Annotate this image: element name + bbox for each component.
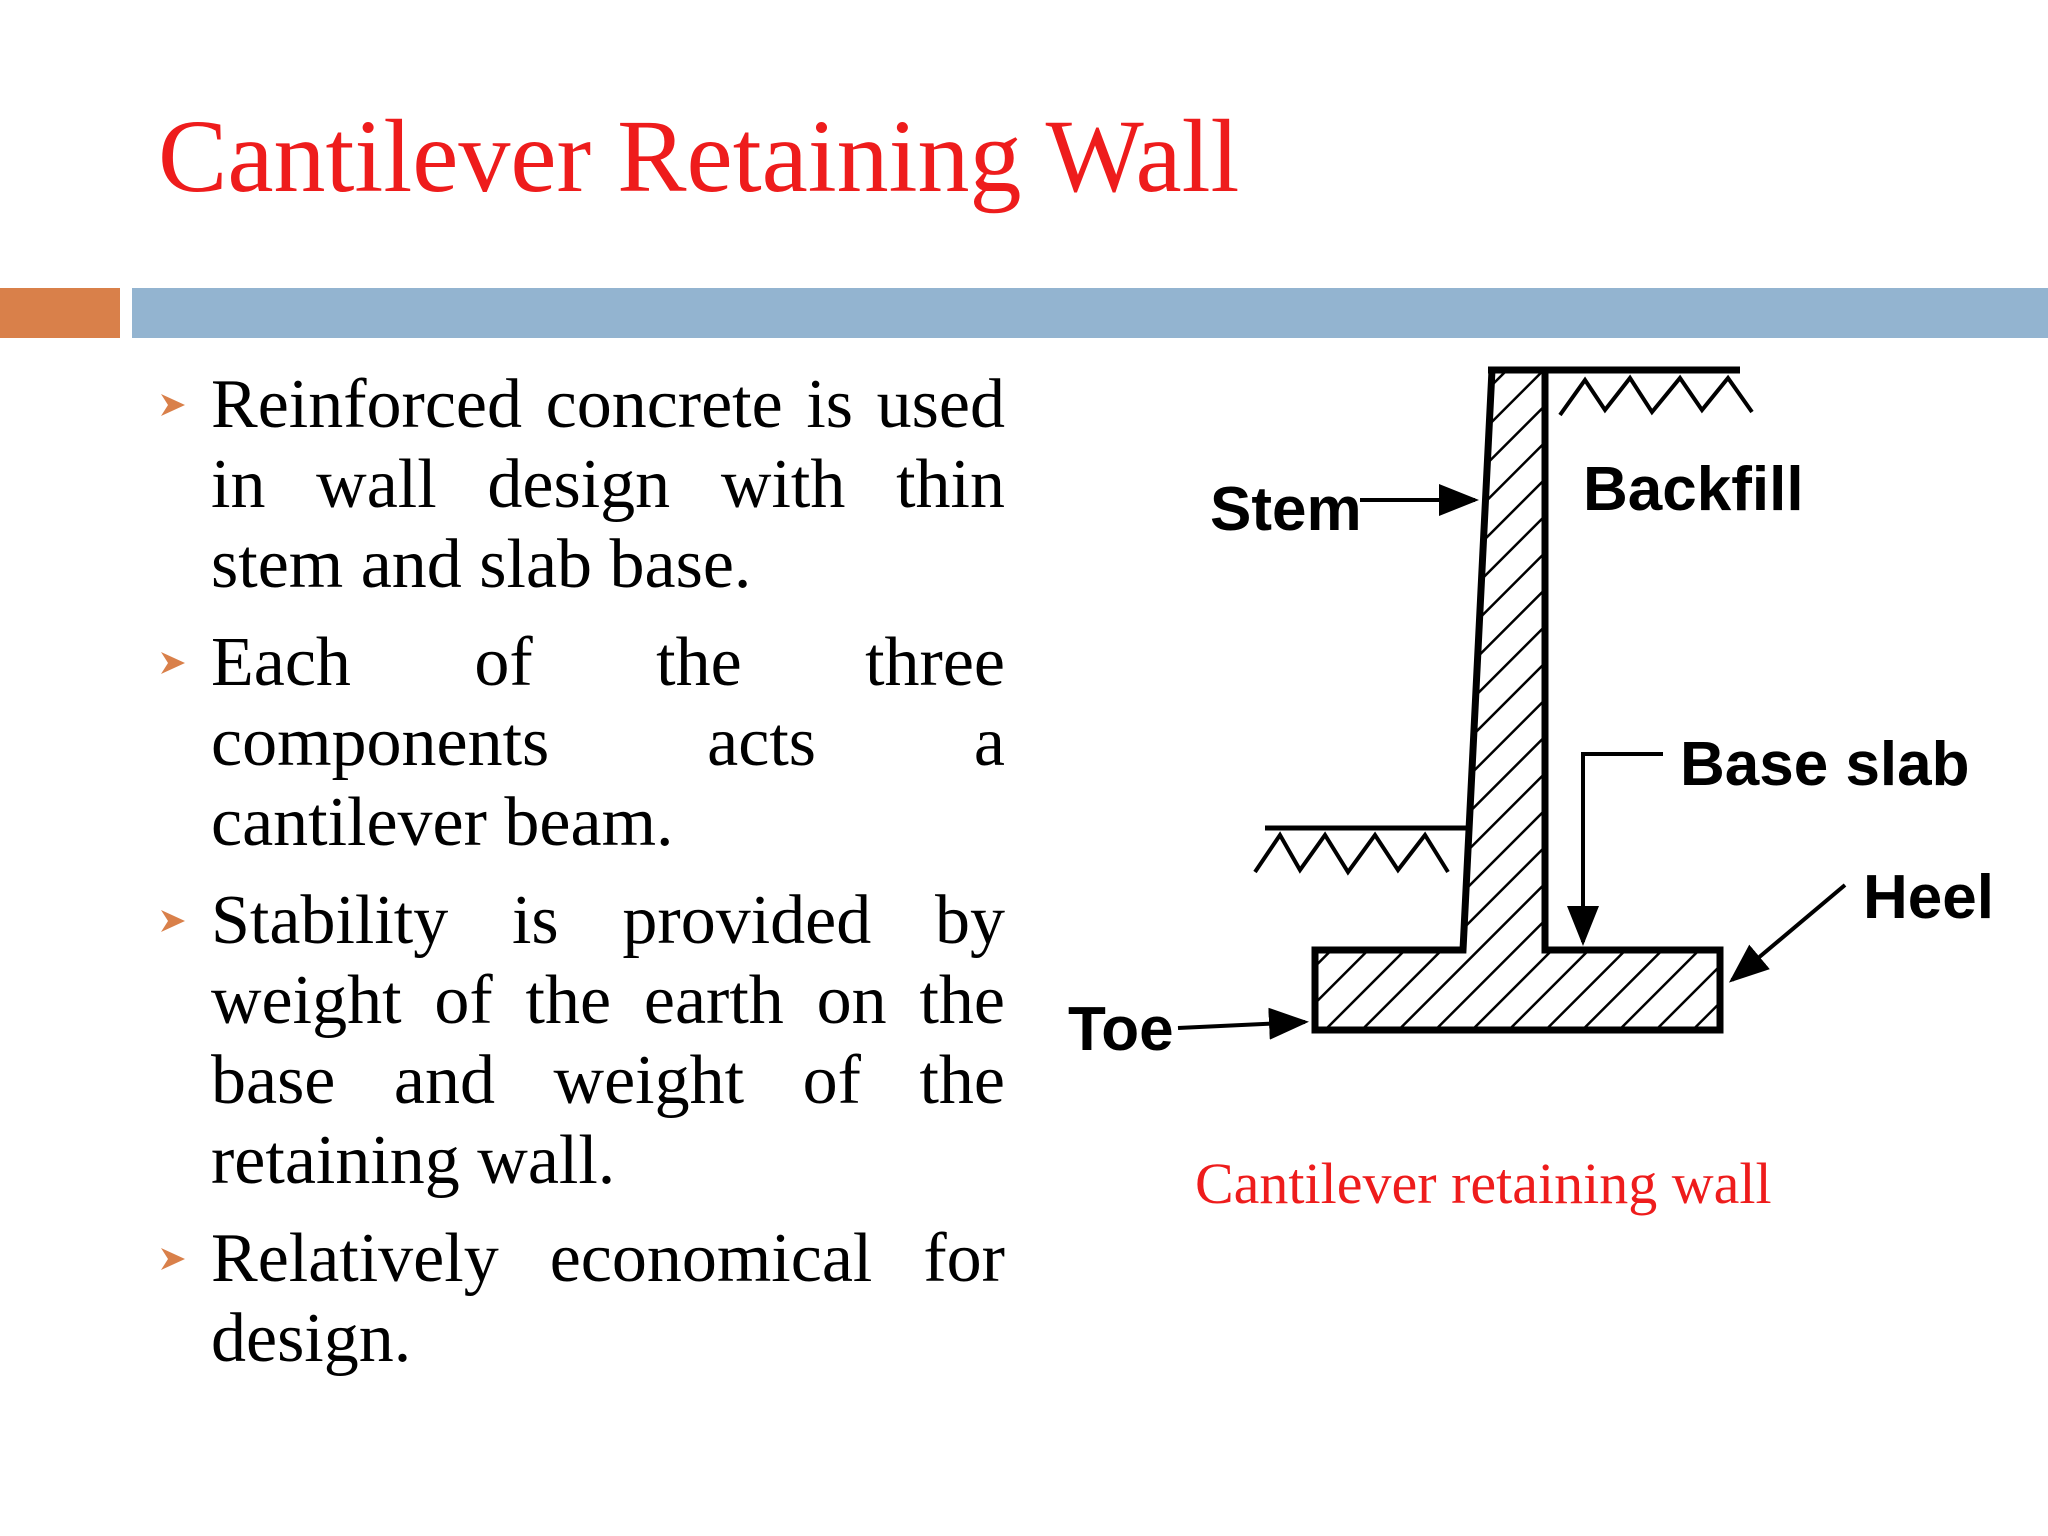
heel-arrow bbox=[1728, 883, 1847, 983]
bullet-item: Each of the three components acts a cant… bbox=[155, 623, 1005, 863]
arrowhead-bullet-icon bbox=[161, 1248, 185, 1270]
bullet-item: Stability is provided by weight of the e… bbox=[155, 881, 1005, 1201]
arrowhead-bullet-icon bbox=[161, 394, 185, 416]
front-ground-hatch bbox=[1253, 831, 1450, 876]
bullet-list: Reinforced concrete is used in wall desi… bbox=[155, 365, 1005, 1397]
bullet-text: Relatively economical for design. bbox=[211, 1220, 1005, 1377]
arrowhead-bullet-icon bbox=[161, 652, 185, 674]
wall-section bbox=[1311, 366, 1724, 1034]
slide-title: Cantilever Retaining Wall bbox=[158, 99, 1240, 214]
bullet-item: Relatively economical for design. bbox=[155, 1219, 1005, 1379]
bullet-text: Stability is provided by weight of the e… bbox=[211, 882, 1005, 1199]
arrowhead-bullet-icon bbox=[161, 910, 185, 932]
backfill-hatch bbox=[1558, 374, 1754, 417]
bullet-item: Reinforced concrete is used in wall desi… bbox=[155, 365, 1005, 605]
toe-label: Toe bbox=[1068, 995, 1174, 1064]
base-slab-label: Base slab bbox=[1680, 730, 1970, 799]
header-accent-bar bbox=[0, 288, 120, 338]
bullet-text: Each of the three components acts a cant… bbox=[211, 624, 1005, 861]
header-bar bbox=[132, 288, 2048, 338]
retaining-wall-diagram: Stem Backfill Base slab Heel Toe bbox=[1068, 366, 1994, 1064]
diagram-caption: Cantilever retaining wall bbox=[1195, 1151, 1772, 1216]
base-slab-arrow bbox=[1567, 752, 1663, 946]
bullet-text: Reinforced concrete is used in wall desi… bbox=[211, 366, 1005, 603]
toe-arrow bbox=[1177, 1007, 1309, 1040]
backfill-label: Backfill bbox=[1583, 455, 1804, 524]
stem-label: Stem bbox=[1210, 475, 1362, 544]
heel-label: Heel bbox=[1863, 863, 1994, 932]
